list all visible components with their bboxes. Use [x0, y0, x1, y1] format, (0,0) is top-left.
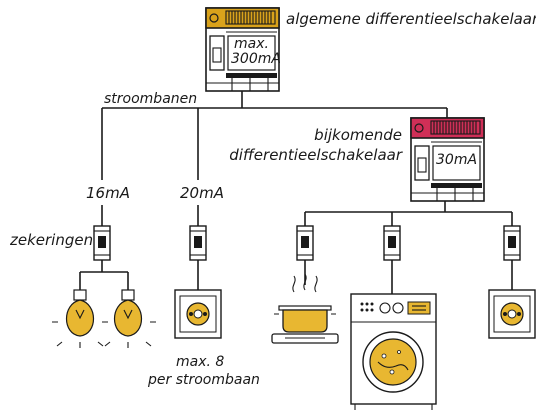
main-breaker-icon: [205, 7, 280, 92]
extra-breaker-icon: [410, 117, 485, 202]
rating-sockets: 20mA: [180, 184, 224, 202]
fuse-icon: [503, 225, 521, 290]
extra-breaker-label-line1: bijkomende: [314, 126, 402, 144]
wall-socket-icon: [174, 289, 222, 339]
cooking-pot-icon: [271, 273, 339, 344]
fuse-icon: [383, 225, 401, 294]
fuse-icon: [296, 225, 314, 285]
washing-machine-icon: [350, 293, 437, 410]
fuse-icon: [189, 205, 207, 290]
rating-lights: 16mA: [86, 184, 130, 202]
main-rating-line2: 300mA: [231, 51, 281, 67]
extra-rating: 30mA: [436, 152, 477, 168]
extra-breaker-label-line2: differentieelschakelaar: [229, 146, 403, 164]
fuses-label: zekeringen: [9, 231, 93, 249]
light-bulb-icon: [52, 289, 108, 348]
max-line2: per stroombaan: [147, 372, 260, 388]
circuits-label: stroombanen: [104, 91, 197, 107]
max-line1: max. 8: [176, 354, 224, 370]
wall-socket-icon: [488, 289, 536, 339]
main-breaker-label: algemene differentieelschakelaar: [286, 10, 536, 28]
main-rating-line1: max.: [234, 36, 269, 52]
fuse-icon: [93, 205, 111, 272]
light-bulb-icon: [104, 289, 156, 348]
